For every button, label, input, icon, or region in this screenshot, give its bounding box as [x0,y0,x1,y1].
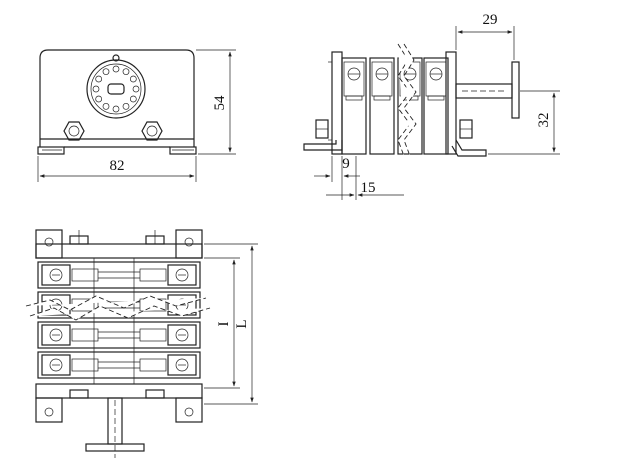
hex-nut-left [63,121,85,141]
dim-shaft-height: 32 [536,113,552,128]
dim-side-offset: 9 [342,156,350,172]
dim-top-overall: L [234,319,250,328]
dim-top-inner: I [216,322,232,327]
side-view: 29 32 9 15 [303,12,560,200]
dim-side-pitch: 15 [361,180,376,196]
rotor-disk [86,59,146,119]
top-view: I L [25,229,258,458]
dim-front-width: 82 [110,158,125,174]
front-view: 82 54 [37,49,236,182]
hex-nut-right [141,121,163,141]
dim-front-height: 54 [212,95,228,111]
dim-shaft-length: 29 [483,12,498,28]
